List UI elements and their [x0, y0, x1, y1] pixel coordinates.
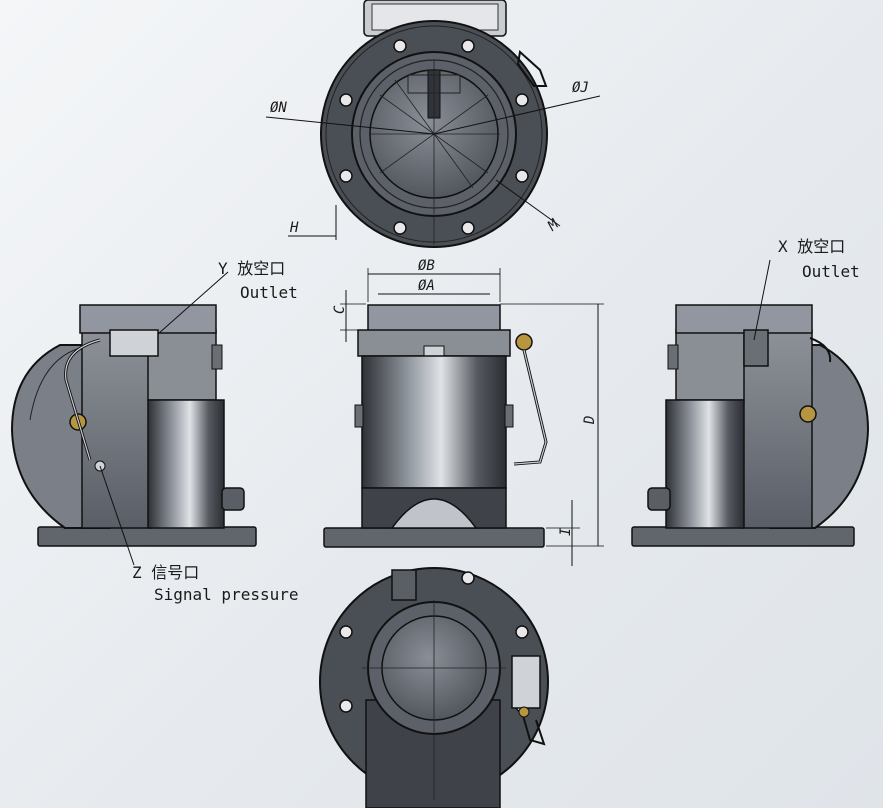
z-signal-label-en: Signal pressure — [154, 585, 299, 604]
valve-bottom-view-icon — [319, 567, 549, 808]
z-signal-label-cn: Z 信号口 — [132, 563, 199, 582]
valve-front-view-icon: ØB ØA C D I — [323, 258, 604, 566]
y-outlet-label-cn: Y 放空口 — [218, 259, 285, 278]
x-outlet-label-cn: X 放空口 — [778, 237, 845, 256]
valve-top-view-icon: ØN ØJ M H — [265, 0, 601, 248]
valve-right-view-icon — [631, 259, 870, 547]
dim-J-label: ØJ — [572, 80, 589, 96]
dim-N-label: ØN — [270, 100, 287, 116]
dim-C-label: C — [332, 305, 348, 314]
valve-left-view-icon — [10, 271, 257, 566]
dim-D-label: D — [582, 416, 598, 425]
dim-I-label: I — [558, 527, 574, 536]
dim-B-label: ØB — [418, 258, 435, 274]
dim-A-label: ØA — [418, 278, 435, 294]
x-outlet-label-en: Outlet — [802, 262, 860, 281]
y-outlet-label-en: Outlet — [240, 283, 298, 302]
dim-H-label: H — [289, 220, 299, 236]
